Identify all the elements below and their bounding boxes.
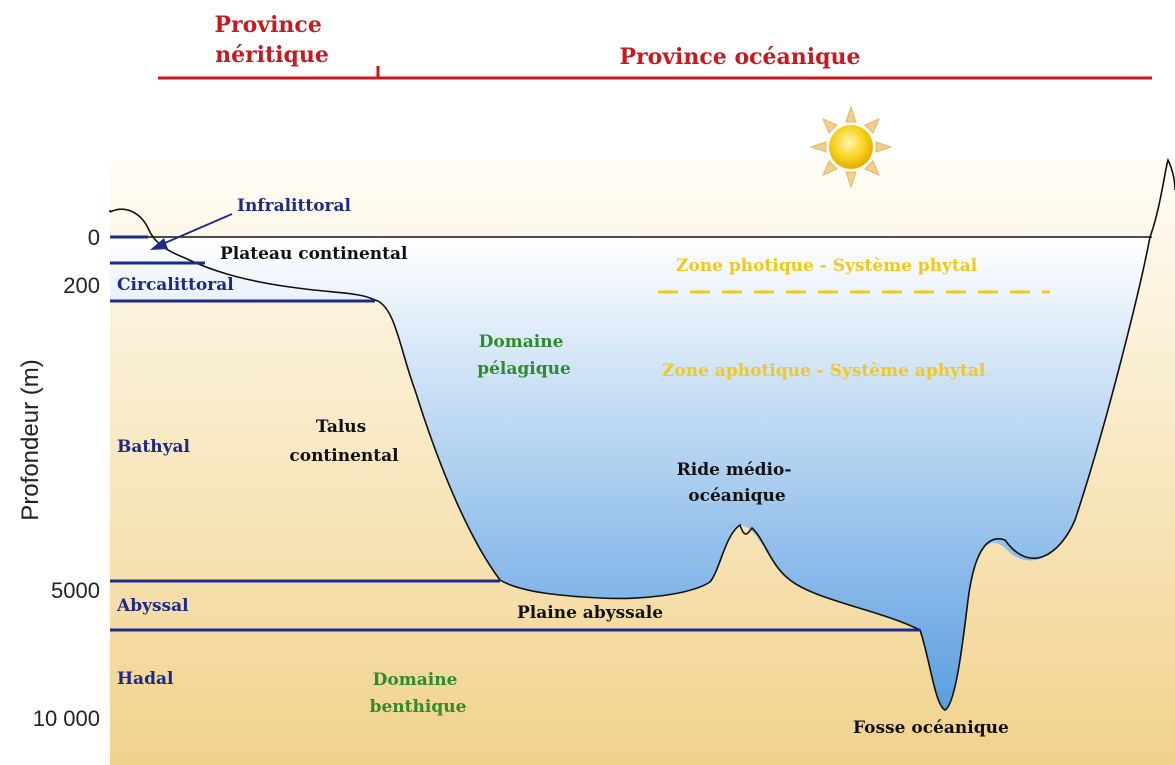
tick-0: 0	[88, 225, 100, 250]
zone-circalittoral-label: Circalittoral	[117, 275, 234, 295]
talus-label: Talus continental	[289, 417, 399, 466]
zone-hadal-label: Hadal	[117, 669, 174, 689]
tick-200: 200	[63, 273, 100, 298]
ocean-water	[110, 237, 1150, 710]
domain-pelagique-label: Domaine pélagique	[477, 332, 571, 379]
arrow-head-icon	[150, 238, 168, 250]
zone-infralittoral-label: Infralittoral	[237, 196, 352, 216]
plateau-label: Plateau continental	[220, 244, 408, 264]
infralittoral-arrow	[157, 213, 233, 247]
domain-benthique-label: Domaine benthique	[370, 670, 467, 717]
plaine-label: Plaine abyssale	[517, 603, 663, 623]
province-oceanic-label: Province océanique	[619, 44, 860, 70]
coastline	[109, 157, 1175, 711]
province-neritic-label: Province néritique	[214, 12, 329, 68]
zone-abyssal-label: Abyssal	[116, 596, 189, 616]
fosse-label: Fosse océanique	[853, 718, 1009, 738]
tick-5000: 5000	[51, 578, 100, 603]
sun-icon	[809, 105, 893, 189]
zone-photique-label: Zone photique - Système phytal	[676, 256, 978, 276]
zone-bathyal-label: Bathyal	[117, 437, 190, 457]
ride-label: Ride médio- océanique	[677, 460, 798, 506]
tick-10000: 10 000	[33, 706, 100, 731]
axis-label: Profondeur (m)	[17, 359, 44, 520]
zone-aphotique-label: Zone aphotique - Système aphytal	[662, 361, 986, 381]
